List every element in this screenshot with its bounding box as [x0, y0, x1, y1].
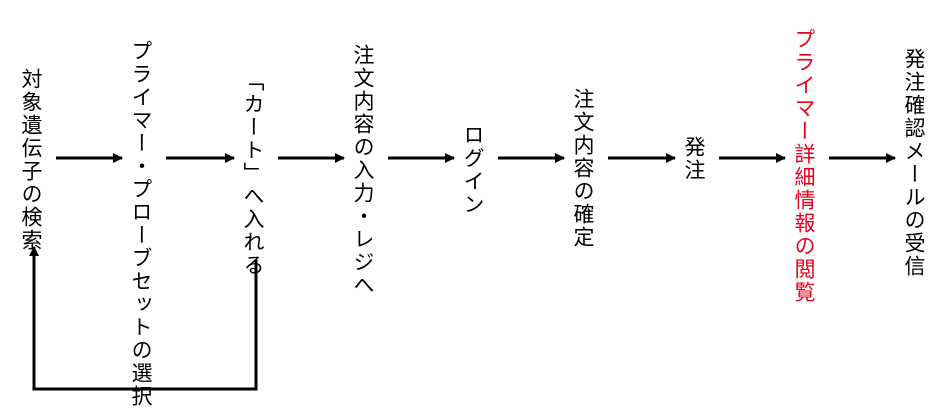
step-place-order: 発注	[682, 136, 706, 182]
step-login: ログイン	[461, 124, 485, 216]
step-select-primer-probe-set: プライマー・プローブセットの選択	[129, 40, 153, 408]
step-receive-confirmation-email: 発注確認メールの受信	[902, 48, 926, 278]
step-add-to-cart: 「カート」へ入れる	[241, 70, 265, 277]
step-enter-order-checkout: 注文内容の入力・レジへ	[351, 44, 375, 297]
step-confirm-order: 注文内容の確定	[571, 88, 595, 249]
step-view-primer-details: プライマー詳細情報の閲覧	[792, 28, 816, 304]
loop-back-arrow	[29, 246, 258, 391]
step-search-target-gene: 対象遺伝子の検索	[19, 68, 43, 252]
